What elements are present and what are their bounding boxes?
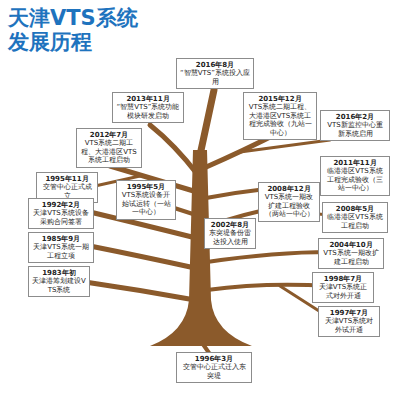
milestone-box: 2008年12月VTS系统一期改扩建工程验收（两站一中心） xyxy=(258,182,320,222)
milestone-date: 2015年12月 xyxy=(247,95,313,103)
milestone-box: 2015年12月VTS系统二期工程、大港港区VTS系统工程完成验收（九站一中心） xyxy=(243,92,317,140)
milestone-box: 1998年7月天津VTS系统正式对外开通 xyxy=(312,272,374,303)
milestone-date: 2016年2月 xyxy=(324,113,386,121)
diagram-title: 天津VTS系统 发展历程 xyxy=(8,6,178,54)
milestone-date: 2016年8月 xyxy=(180,61,250,69)
tree-branch xyxy=(240,140,330,152)
milestone-date: 2012年7月 xyxy=(80,131,138,139)
milestone-date: 2008年5月 xyxy=(326,205,384,213)
milestone-date: 2008年12月 xyxy=(262,185,316,193)
milestone-box: 1997年7月天津VTS系统对外试开通 xyxy=(318,306,380,337)
milestone-box: 1983年初天津港筹划建设VTS系统 xyxy=(28,266,90,297)
milestone-date: 1997年7月 xyxy=(322,309,376,317)
tree-branch xyxy=(85,282,195,300)
milestone-date: 1996年3月 xyxy=(180,355,248,363)
milestone-text: 天津VTS系统一期工程立项 xyxy=(32,243,90,260)
milestone-text: 临港港区VTS系统工程启动 xyxy=(326,213,384,230)
milestone-text: “智慧VTS”系统投入应用 xyxy=(180,69,250,86)
milestone-text: 临港港区VTS系统工程完成验收（三站一中心） xyxy=(324,167,386,192)
milestone-box: 2013年11月“智慧VTS”系统功能模块研发启动 xyxy=(112,92,184,123)
tree-branch xyxy=(200,90,214,155)
milestone-text: 东突堤备份雷达投入使用 xyxy=(208,229,252,246)
milestone-text: 交管中心正式迁入东突堤 xyxy=(180,363,248,380)
milestone-box: 1985年9月天津VTS系统一期工程立项 xyxy=(28,232,94,263)
milestone-box: 2008年5月临港港区VTS系统工程启动 xyxy=(322,202,388,233)
milestone-text: VTS系统一期改扩建工程启动 xyxy=(322,249,380,266)
milestone-date: 1985年9月 xyxy=(32,235,90,243)
milestone-text: VTS系统二期工程、大港港区VTS系统工程完成验收（九站一中心） xyxy=(247,103,313,137)
milestone-text: 天津VTS系统正式对外开通 xyxy=(316,283,370,300)
tree-branch xyxy=(90,246,195,268)
milestone-box: 2011年11月临港港区VTS系统工程完成验收（三站一中心） xyxy=(320,156,390,196)
milestone-text: VTS新监控中心重新系统启用 xyxy=(324,121,386,138)
milestone-date: 1992年2月 xyxy=(32,201,90,209)
milestone-text: VTS系统一期改扩建工程验收（两站一中心） xyxy=(262,193,316,218)
milestone-box: 1995年5月VTS系统设备开始试运转（一站一中心） xyxy=(116,180,176,220)
milestone-box: 1996年3月交管中心正式迁入东突堤 xyxy=(176,352,252,383)
milestone-box: 2016年2月VTS新监控中心重新系统启用 xyxy=(320,110,390,141)
milestone-text: VTS系统设备开始试运转（一站一中心） xyxy=(120,191,172,216)
milestone-date: 1995年11月 xyxy=(40,175,94,183)
milestone-date: 1983年初 xyxy=(32,269,86,277)
milestone-box: 2004年10月VTS系统一期改扩建工程启动 xyxy=(318,238,384,269)
milestone-box: 1992年2月天津VTS系统设备采购合同签署 xyxy=(28,198,94,229)
milestone-date: 1998年7月 xyxy=(316,275,370,283)
milestone-date: 1995年5月 xyxy=(120,183,172,191)
milestone-text: “智慧VTS”系统功能模块研发启动 xyxy=(116,103,180,120)
tree-branch xyxy=(207,252,330,262)
milestone-date: 2011年11月 xyxy=(324,159,386,167)
milestone-box: 2016年8月“智慧VTS”系统投入应用 xyxy=(176,58,254,89)
milestone-box: 2012年7月VTS系统二期工程、大港港区VTS系统工程启动 xyxy=(76,128,142,168)
milestone-text: 天津港筹划建设VTS系统 xyxy=(32,277,86,294)
milestone-text: VTS系统二期工程、大港港区VTS系统工程启动 xyxy=(80,139,138,164)
milestone-text: 天津VTS系统对外试开通 xyxy=(322,317,376,334)
milestone-date: 2013年11月 xyxy=(116,95,180,103)
milestone-date: 2004年10月 xyxy=(322,241,380,249)
milestone-text: 天津VTS系统设备采购合同签署 xyxy=(32,209,90,226)
milestone-date: 2002年8月 xyxy=(208,221,252,229)
milestone-box: 2002年8月东突堤备份雷达投入使用 xyxy=(204,218,256,249)
tree-branch xyxy=(150,125,198,175)
